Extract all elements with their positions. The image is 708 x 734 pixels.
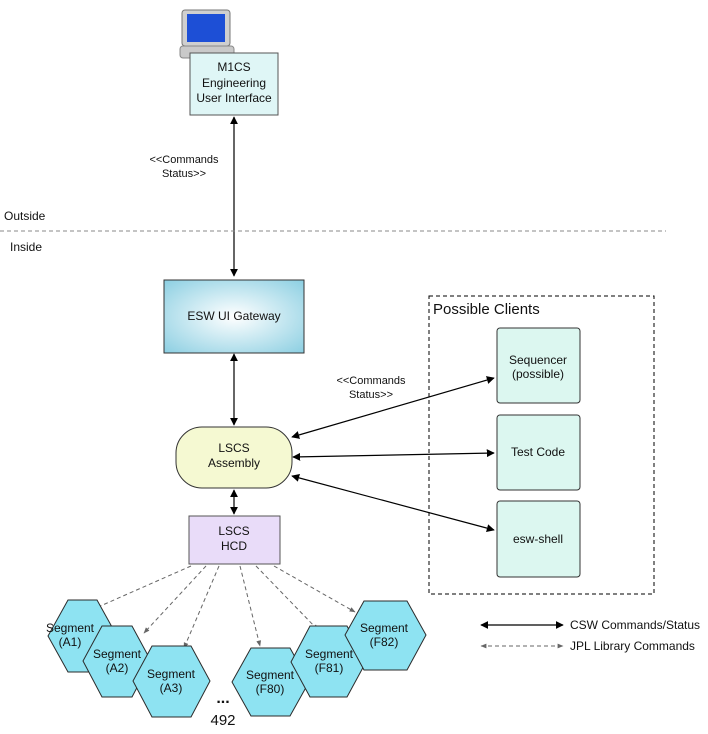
hcd-label-line2: HCD [221,539,247,553]
m1cs-engineering-ui-box: M1CS Engineering User Interface [189,52,279,116]
assembly-sequencer-arrow [291,376,495,439]
m1cs-label-line3: User Interface [196,91,272,105]
segments-count: 492 [210,712,235,729]
segment-f80: Segment (F80) [231,647,310,717]
assembly-testcode-arrow [292,449,495,461]
segment-label-line1: Segment [147,667,196,681]
client-label-line1: Test Code [511,445,565,459]
segment-label-line1: Segment [46,621,95,635]
segment-label-line2: (F81) [315,661,344,675]
lscs-assembly-node: LSCS Assembly [175,426,293,489]
client-test-code-box: Test Code [496,414,581,491]
segments-ellipsis: ... [216,690,229,707]
lscs-hcd-box: LSCS HCD [188,515,281,565]
segment-f82: Segment (F82) [344,600,427,671]
segment-label-line2: (F82) [370,635,399,649]
computer-icon [179,9,235,59]
legend-solid-label: CSW Commands/Status [570,618,700,632]
commands-label-clients-1: <<Commands [336,375,406,387]
segment-label-line1: Segment [305,647,354,661]
commands-label-clients-2: Status>> [349,389,393,401]
client-label-line2: (possible) [512,367,564,381]
segment-label-line2: (A3) [160,681,183,695]
segment-label-line2: (A1) [59,635,82,649]
assembly-label-line1: LSCS [218,441,249,455]
client-sequencer-box: Sequencer (possible) [496,327,581,404]
inside-label: Inside [10,240,42,254]
hcd-label-line1: LSCS [218,524,249,538]
client-esw-shell-box: esw-shell [496,500,581,578]
assembly-eswshell-arrow [291,473,495,533]
m1cs-label-line2: Engineering [202,76,266,90]
m1cs-label-line1: M1CS [217,60,250,74]
client-label-line1: esw-shell [513,532,563,546]
legend: CSW Commands/Status JPL Library Commands [480,618,700,653]
gateway-label: ESW UI Gateway [187,309,280,323]
esw-ui-gateway-box: ESW UI Gateway [163,279,305,354]
assembly-label-line2: Assembly [208,456,260,470]
segment-label-line2: (F80) [256,682,285,696]
commands-label-top-2: Status>> [162,168,206,180]
segment-f81: Segment (F81) [290,625,367,698]
possible-clients-group: Possible Clients [428,295,655,595]
segment-a3: Segment (A3) [132,645,211,718]
outside-label: Outside [4,209,46,223]
segment-label-line1: Segment [93,647,142,661]
client-label-line1: Sequencer [509,353,567,367]
segment-label-line1: Segment [360,621,409,635]
commands-label-top-1: <<Commands [149,154,219,166]
segment-label-line2: (A2) [106,661,129,675]
legend-dashed-label: JPL Library Commands [570,639,695,653]
possible-clients-title: Possible Clients [433,301,540,318]
segment-label-line1: Segment [246,668,295,682]
